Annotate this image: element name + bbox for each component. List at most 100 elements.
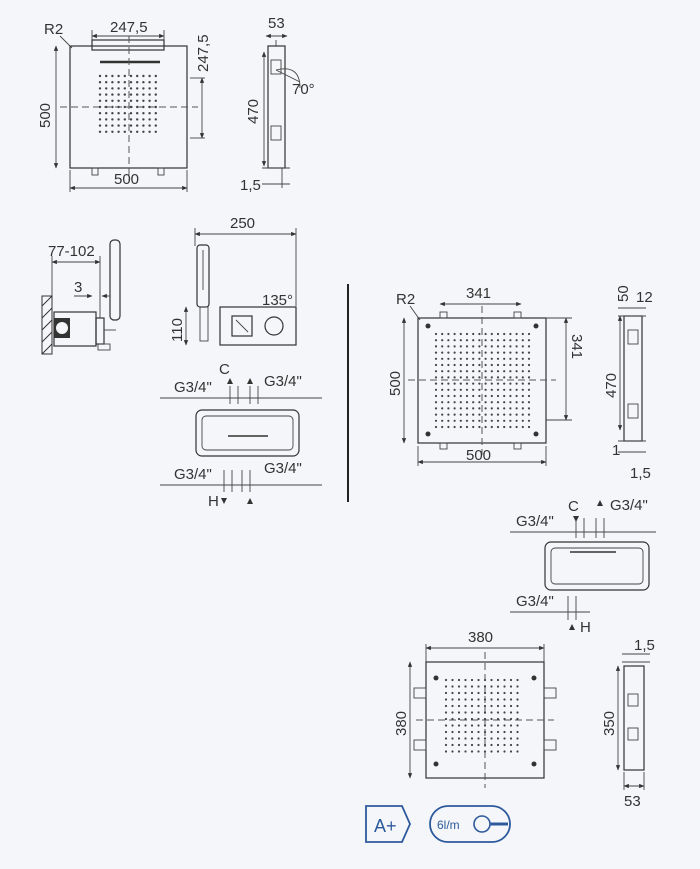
- nozzle-dot: [447, 376, 450, 379]
- nozzle-dot: [515, 394, 518, 398]
- nozzle-dot: [516, 678, 519, 682]
- nozzle-dot: [441, 401, 444, 404]
- side-c-top: 1,5: [634, 637, 655, 654]
- nozzle-dot: [136, 124, 139, 127]
- nozzle-dot: [129, 99, 133, 103]
- nozzle-dot: [148, 93, 151, 96]
- nozzle-dot: [509, 413, 512, 416]
- nozzle-dot: [453, 332, 456, 336]
- nozzle-dot: [464, 685, 467, 688]
- nozzle-dot: [515, 419, 518, 422]
- nozzle-dot: [503, 419, 506, 422]
- nozzle-dot: [148, 81, 151, 84]
- nozzle-dot: [496, 339, 500, 342]
- nozzle-dot: [484, 382, 487, 385]
- nozzle-dot: [111, 99, 114, 103]
- nozzle-dot: [464, 730, 467, 734]
- mixer-angle: 135°: [262, 292, 293, 309]
- nozzle-dot: [453, 419, 456, 422]
- nozzle-dot: [457, 730, 461, 734]
- nozzle-dot: [477, 691, 480, 695]
- nozzle-dot: [111, 112, 114, 115]
- nozzle-dot: [527, 394, 531, 398]
- energy-class-label: A+: [374, 816, 397, 836]
- nozzle-dot: [477, 678, 480, 682]
- nozzle-dot: [472, 413, 475, 416]
- nozzle-dot: [434, 363, 438, 367]
- nozzle-dot: [111, 81, 114, 84]
- nozzle-dot: [465, 401, 469, 404]
- nozzle-dot: [490, 717, 493, 721]
- nozzle-dot: [527, 419, 531, 422]
- nozzle-dot: [496, 413, 500, 416]
- nozzle-dot: [105, 87, 108, 90]
- nozzle-dot: [496, 425, 500, 429]
- nozzle-dot: [447, 357, 450, 360]
- nozzle-dot: [434, 407, 438, 410]
- nozzle-dot: [111, 105, 114, 109]
- nozzle-dot: [470, 678, 474, 682]
- nozzle-dot: [459, 401, 462, 404]
- nozzle-dot: [509, 737, 513, 740]
- nozzle-dot: [496, 691, 500, 695]
- nozzle-dot: [142, 105, 145, 109]
- nozzle-dot: [496, 743, 500, 747]
- nozzle-dot: [105, 81, 108, 84]
- nozzle-dot: [98, 124, 102, 127]
- energy-class-badge: A+: [365, 805, 411, 843]
- nozzle-dot: [457, 691, 461, 695]
- nozzle-dot: [148, 74, 151, 78]
- nozzle-dot: [515, 425, 518, 429]
- nozzle-dot: [154, 99, 157, 103]
- nozzle-dot: [111, 93, 114, 96]
- nozzle-dot: [490, 730, 493, 734]
- nozzle-dot: [515, 345, 518, 348]
- nozzle-dot: [496, 401, 500, 404]
- nozzle-dot: [470, 711, 474, 714]
- nozzle-dot: [527, 363, 531, 367]
- nozzle-dot: [490, 737, 493, 740]
- wall-range: 77-102: [48, 243, 95, 260]
- nozzle-dot: [123, 130, 127, 133]
- nozzle-dot: [521, 363, 524, 367]
- side-b-depth2: 12: [636, 289, 653, 306]
- nozzle-dot: [111, 124, 114, 127]
- nozzle-dot: [484, 401, 487, 404]
- nozzle-dot: [496, 685, 500, 688]
- nozzle-dot: [123, 99, 127, 103]
- nozzle-dot: [154, 87, 157, 90]
- nozzle-dot: [472, 394, 475, 398]
- nozzle-dot: [457, 717, 461, 721]
- nozzle-dot: [142, 118, 145, 121]
- nozzle-dot: [470, 717, 474, 721]
- panel-a-nozzle-grid: [98, 74, 157, 133]
- nozzle-dot: [483, 750, 487, 753]
- nozzle-dot: [478, 339, 481, 342]
- nozzle-dot: [154, 112, 157, 115]
- nozzle-dot: [490, 339, 493, 342]
- nozzle-dot: [496, 363, 500, 367]
- nozzle-dot: [457, 678, 461, 682]
- nozzle-dot: [521, 370, 524, 373]
- nozzle-dot: [496, 388, 500, 391]
- nozzle-dot: [503, 678, 506, 682]
- nozzle-dot: [98, 118, 102, 121]
- nozzle-dot: [496, 357, 500, 360]
- nozzle-dot: [503, 750, 506, 753]
- nozzle-dot: [509, 394, 512, 398]
- nozzle-dot: [490, 401, 493, 404]
- nozzle-dot: [509, 678, 513, 682]
- nozzle-dot: [459, 351, 462, 354]
- nozzle-dot: [451, 678, 454, 682]
- nozzle-dot: [527, 339, 531, 342]
- nozzle-dot: [459, 413, 462, 416]
- nozzle-dot: [477, 743, 480, 747]
- nozzle-dot: [484, 345, 487, 348]
- nozzle-dot: [516, 685, 519, 688]
- nozzle-dot: [111, 87, 114, 90]
- conn-a-top-left: G3/4": [174, 379, 212, 396]
- nozzle-dot: [444, 685, 448, 688]
- nozzle-dot: [490, 743, 493, 747]
- nozzle-dot: [483, 698, 487, 701]
- nozzle-dot: [477, 698, 480, 701]
